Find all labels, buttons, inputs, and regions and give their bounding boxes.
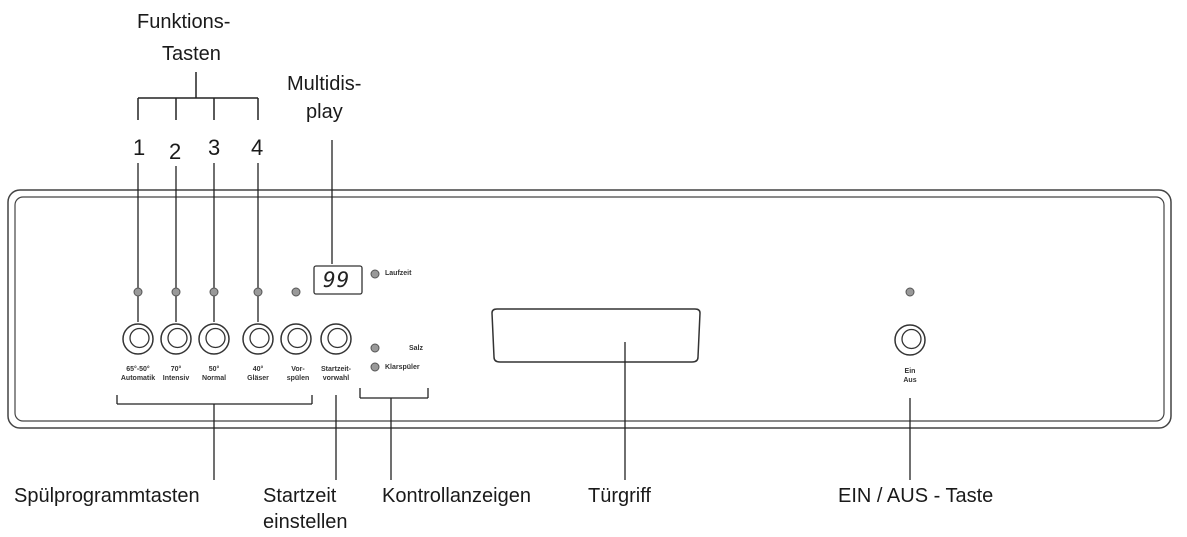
key-number-4: 4 [251, 135, 264, 160]
led-salt [370, 343, 380, 353]
start-time-label-line1: Startzeit [263, 485, 337, 507]
button-2-label-temp: 70° [170, 366, 182, 373]
start-time-label-line2: einstellen [263, 511, 348, 533]
button-4-label-temp: 40° [252, 366, 264, 373]
key-number-3: 3 [208, 135, 221, 160]
button-2-label-name: Intensiv [162, 375, 190, 382]
button-1-label-temp: 65°-50° [126, 366, 150, 373]
door-handle-label: Türgriff [588, 485, 651, 507]
button-5-label-line1: Vor- [291, 366, 305, 373]
multidisplay-frame [313, 265, 363, 295]
led-program-1 [133, 287, 143, 297]
function-keys-label-line1: Funktions- [137, 11, 231, 33]
button-3-label-name: Normal [201, 375, 227, 382]
door-handle [491, 308, 701, 363]
led-runtime [370, 269, 380, 279]
power-button-label-line1: Ein [904, 368, 916, 375]
indicators-label: Kontrollanzeigen [382, 485, 531, 507]
panel-outline-inner [14, 196, 1165, 422]
program-buttons [122, 323, 352, 355]
multidisplay-label-line1: Multidis- [287, 73, 362, 95]
panel-outline-outer [7, 189, 1172, 429]
key-number-1: 1 [133, 135, 146, 160]
power-button-inner [901, 328, 922, 350]
led-program-3 [209, 287, 219, 297]
button-3-label-temp: 50° [208, 366, 220, 373]
button-6-label-line1: Startzeit- [321, 366, 351, 373]
led-prewash [291, 287, 301, 297]
runtime-label: Laufzeit [385, 270, 412, 277]
rinse-aid-label: Klarspüler [385, 364, 420, 371]
button-4-label-name: Gläser [247, 375, 269, 382]
program-keys-label: Spülprogrammtasten [14, 485, 200, 507]
power-button-label-line2: Aus [903, 377, 917, 384]
multidisplay-value: 99 [323, 268, 351, 292]
button-1-label-name: Automatik [120, 375, 156, 382]
key-number-2: 2 [169, 139, 182, 164]
led-program-4 [253, 287, 263, 297]
salt-label: Salz [409, 345, 424, 352]
multidisplay-label-line2: play [306, 101, 343, 123]
button-5-label-line2: spülen [286, 375, 310, 382]
led-rinse-aid [370, 362, 380, 372]
power-key-label: EIN / AUS - Taste [838, 485, 994, 507]
led-power [905, 287, 915, 297]
button-6-label-line2: vorwahl [322, 375, 350, 382]
function-keys-label-line2: Tasten [162, 43, 221, 65]
led-program-2 [171, 287, 181, 297]
